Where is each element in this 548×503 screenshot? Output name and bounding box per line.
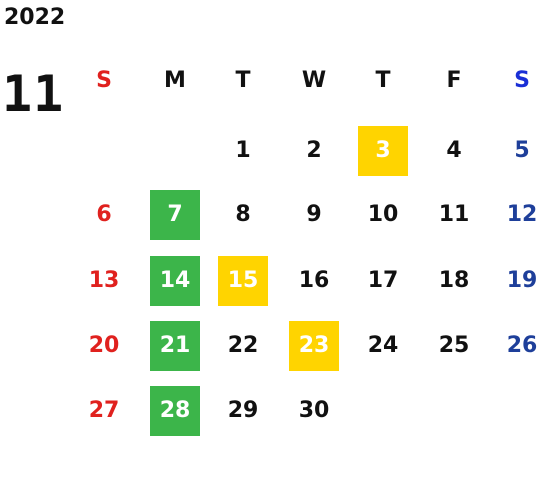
weekday-header: T [235, 68, 251, 93]
day-cell: 6 [96, 202, 112, 227]
day-cell: 30 [298, 398, 330, 423]
day-cell: 20 [88, 333, 120, 358]
day-cell-highlight-yellow: 23 [289, 321, 339, 371]
day-cell: 4 [446, 138, 462, 163]
weekday-header: W [301, 68, 327, 93]
day-cell: 12 [506, 202, 538, 227]
weekday-header: S [96, 68, 112, 93]
day-cell: 29 [227, 398, 259, 423]
day-cell: 25 [438, 333, 470, 358]
day-cell: 18 [438, 268, 470, 293]
day-cell: 24 [367, 333, 399, 358]
weekday-header: S [514, 68, 530, 93]
day-cell-highlight-green: 7 [150, 190, 200, 240]
day-cell: 10 [367, 202, 399, 227]
day-cell: 11 [438, 202, 470, 227]
day-cell: 13 [88, 268, 120, 293]
weekday-header: M [164, 68, 186, 93]
day-cell: 17 [367, 268, 399, 293]
day-cell: 22 [227, 333, 259, 358]
day-cell: 19 [506, 268, 538, 293]
weekday-header: F [446, 68, 462, 93]
day-cell-highlight-green: 14 [150, 256, 200, 306]
day-cell: 8 [235, 202, 251, 227]
day-cell: 16 [298, 268, 330, 293]
day-cell-highlight-green: 21 [150, 321, 200, 371]
day-cell: 5 [514, 138, 530, 163]
day-cell-highlight-yellow: 15 [218, 256, 268, 306]
month-number: 11 [2, 65, 65, 123]
weekday-header: T [375, 68, 391, 93]
day-cell: 2 [306, 138, 322, 163]
day-cell-highlight-yellow: 3 [358, 126, 408, 176]
day-cell-highlight-green: 28 [150, 386, 200, 436]
day-cell: 9 [306, 202, 322, 227]
day-cell: 26 [506, 333, 538, 358]
day-cell: 27 [88, 398, 120, 423]
year-label: 2022 [4, 5, 66, 30]
day-cell: 1 [235, 138, 251, 163]
